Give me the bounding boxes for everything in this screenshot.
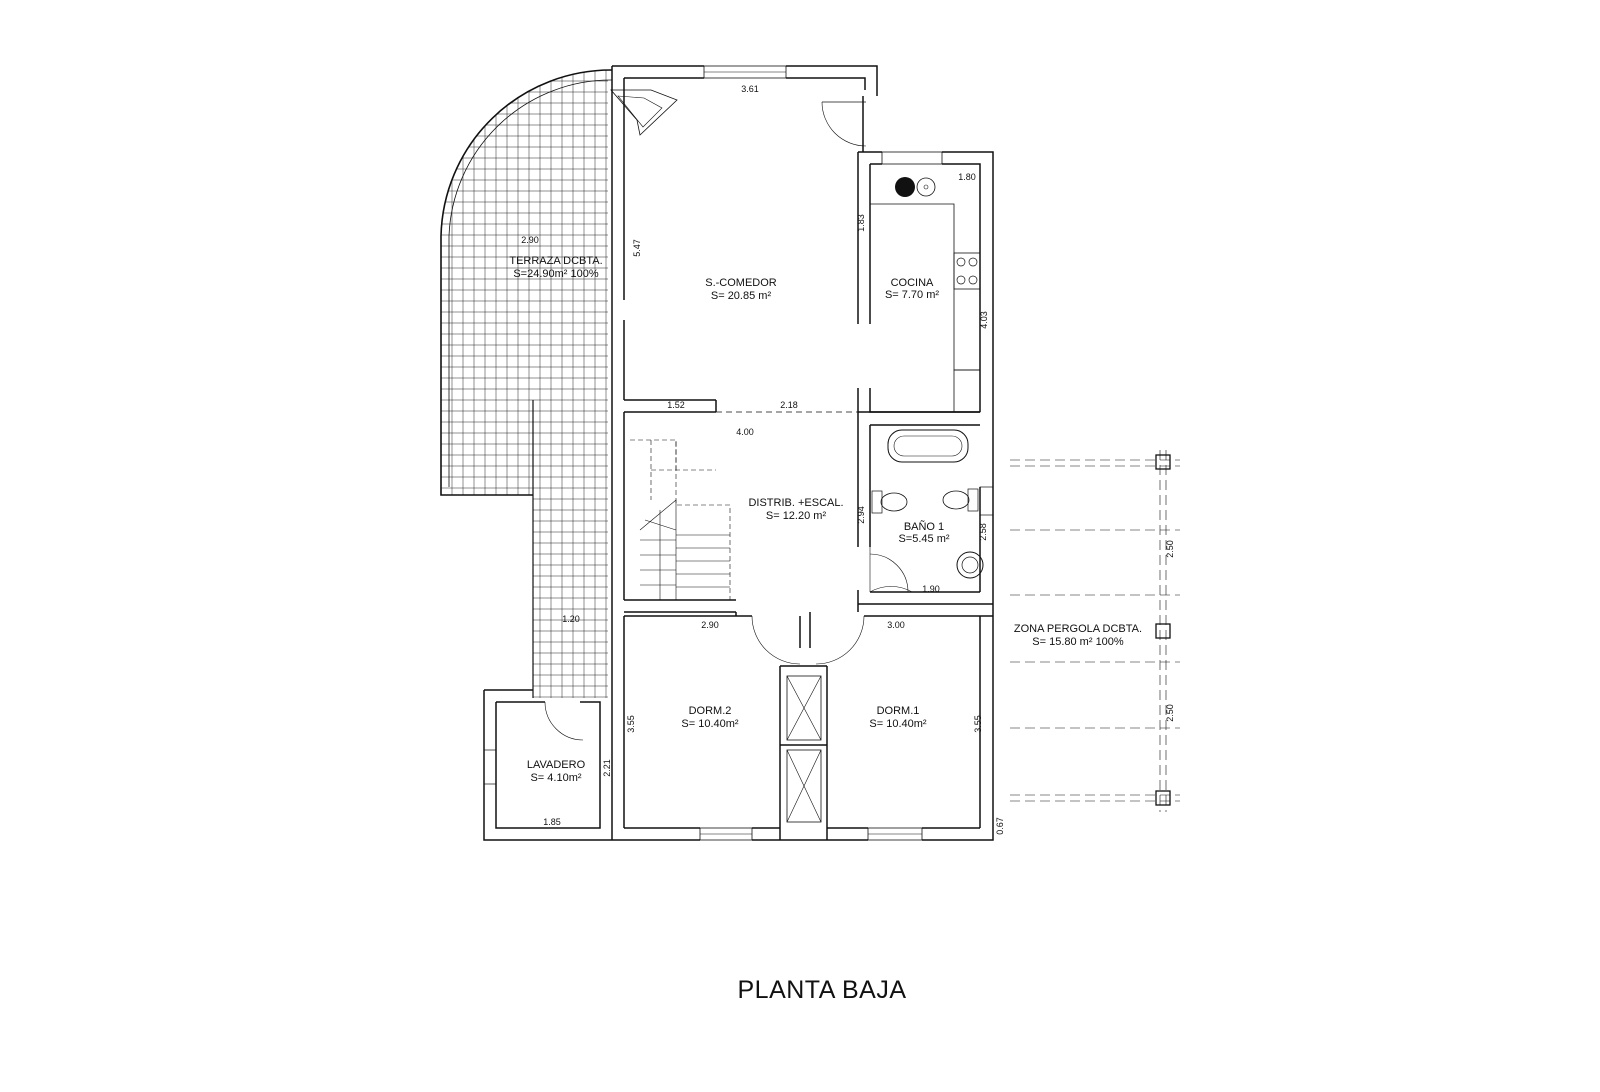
pergola xyxy=(1010,450,1180,812)
dimension-label: 2.50 xyxy=(1165,704,1175,722)
dimension-label: 3.61 xyxy=(741,84,759,94)
walls xyxy=(483,65,994,841)
dimension-label: 1.52 xyxy=(667,400,685,410)
dimension-label: 2.58 xyxy=(978,523,988,541)
lavadero-area: S= 4.10m² xyxy=(530,772,581,784)
room-labels: TERRAZA DCBTA. S=24.90m² 100% S.-COMEDOR… xyxy=(509,255,1142,784)
dimension-label: 2.90 xyxy=(521,235,539,245)
terraza-name: TERRAZA DCBTA. xyxy=(509,255,602,267)
dimension-label: 5.47 xyxy=(632,239,642,257)
pergola-area: S= 15.80 m² 100% xyxy=(1032,636,1124,648)
pergola-name: ZONA PERGOLA DCBTA. xyxy=(1014,623,1142,635)
cocina-name: COCINA xyxy=(891,277,934,289)
bano-area: S=5.45 m² xyxy=(898,533,949,545)
cocina-area: S= 7.70 m² xyxy=(885,289,939,301)
distrib-area: S= 12.20 m² xyxy=(766,510,827,522)
terraza-area: S=24.90m² 100% xyxy=(513,268,599,280)
dimension-label: 2.90 xyxy=(701,620,719,630)
dimension-label: 3.55 xyxy=(973,715,983,733)
dimension-label: 4.00 xyxy=(736,427,754,437)
comedor-area: S= 20.85 m² xyxy=(711,290,772,302)
dorm1-name: DORM.1 xyxy=(877,705,920,717)
dimension-label: 2.94 xyxy=(856,506,866,524)
dimension-label: 1.20 xyxy=(562,614,580,624)
terrace xyxy=(440,69,613,699)
dimension-label: 4.03 xyxy=(979,311,989,329)
dimension-label: 3.55 xyxy=(626,715,636,733)
dimension-label: 1.90 xyxy=(922,584,940,594)
dimension-label: 1.83 xyxy=(856,214,866,232)
dimension-label: 1.85 xyxy=(543,817,561,827)
dorm2-name: DORM.2 xyxy=(689,705,732,717)
dimension-label: 2.50 xyxy=(1165,540,1175,558)
bano-name: BAÑO 1 xyxy=(904,520,944,533)
dimension-label: 0.67 xyxy=(995,817,1005,835)
dorm2-area: S= 10.40m² xyxy=(681,718,739,730)
distrib-name: DISTRIB. +ESCAL. xyxy=(748,497,843,509)
dimension-label: 3.00 xyxy=(887,620,905,630)
dimension-label: 2.18 xyxy=(780,400,798,410)
plan-title: PLANTA BAJA xyxy=(738,976,907,1004)
dimension-labels: 3.61 2.90 5.47 1.83 1.80 4.03 1.52 2.18 … xyxy=(521,84,1175,835)
comedor-name: S.-COMEDOR xyxy=(705,277,777,289)
dimension-label: 1.80 xyxy=(958,172,976,182)
dorm1-area: S= 10.40m² xyxy=(869,718,927,730)
lavadero-name: LAVADERO xyxy=(527,759,586,771)
dimension-label: 2.21 xyxy=(602,759,612,777)
